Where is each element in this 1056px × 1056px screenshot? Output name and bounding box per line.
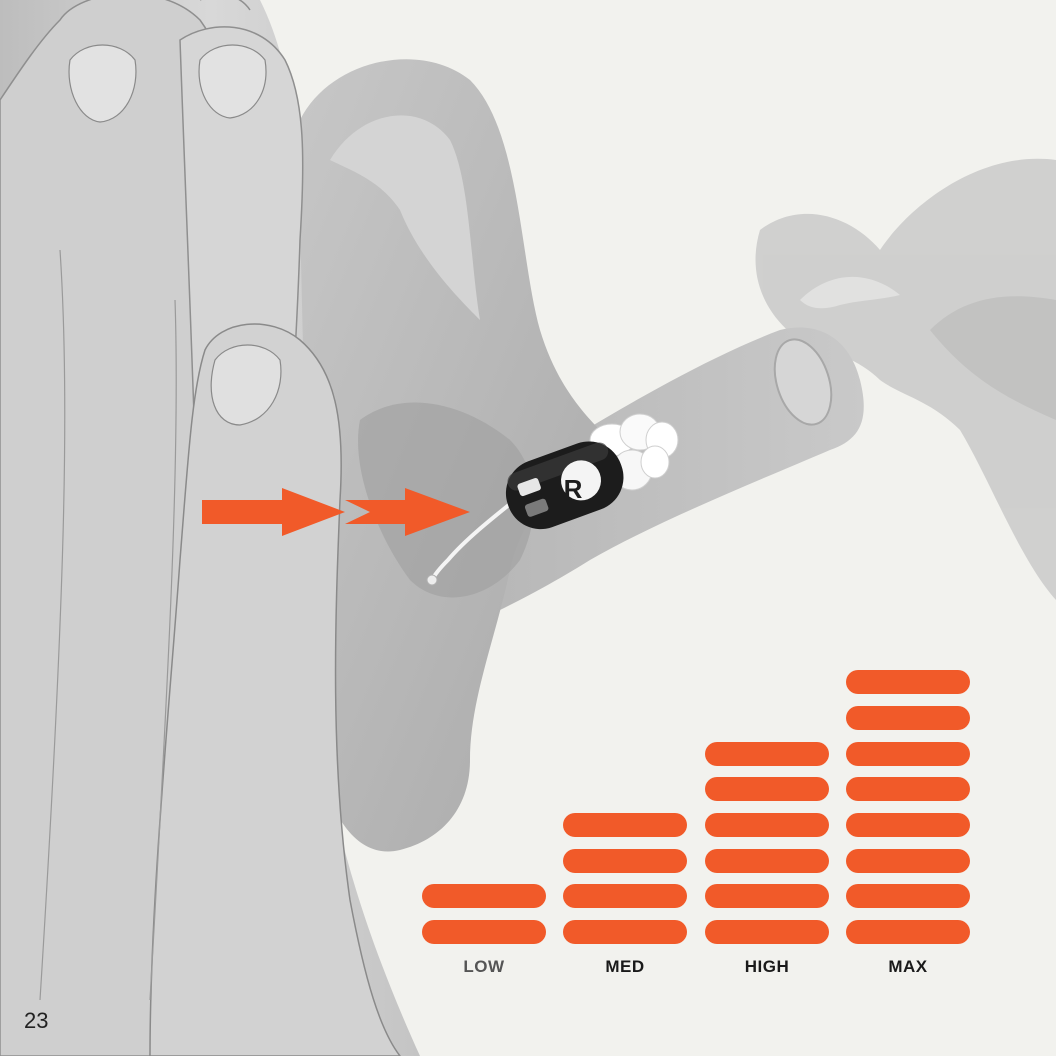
label-max: MAX [846,957,970,977]
volume-bar-high-4 [705,813,829,837]
volume-bar-max-1 [846,920,970,944]
volume-bar-med-4 [563,813,687,837]
volume-bar-max-7 [846,706,970,730]
volume-bar-high-1 [705,920,829,944]
volume-bar-high-2 [705,884,829,908]
label-med: MED [563,957,687,977]
volume-bar-max-8 [846,670,970,694]
volume-bar-max-2 [846,884,970,908]
label-high: HIGH [705,957,829,977]
volume-bar-low-2 [422,884,546,908]
volume-bar-max-6 [846,742,970,766]
side-indicator: R [564,474,583,504]
volume-bar-med-2 [563,884,687,908]
label-low: LOW [422,957,546,977]
volume-bar-max-4 [846,813,970,837]
volume-bar-max-5 [846,777,970,801]
volume-bar-high-3 [705,849,829,873]
volume-bar-high-6 [705,742,829,766]
volume-bar-max-3 [846,849,970,873]
volume-bar-low-1 [422,920,546,944]
volume-bar-med-1 [563,920,687,944]
volume-bar-med-3 [563,849,687,873]
volume-bar-high-5 [705,777,829,801]
page-number: 23 [24,1008,48,1034]
